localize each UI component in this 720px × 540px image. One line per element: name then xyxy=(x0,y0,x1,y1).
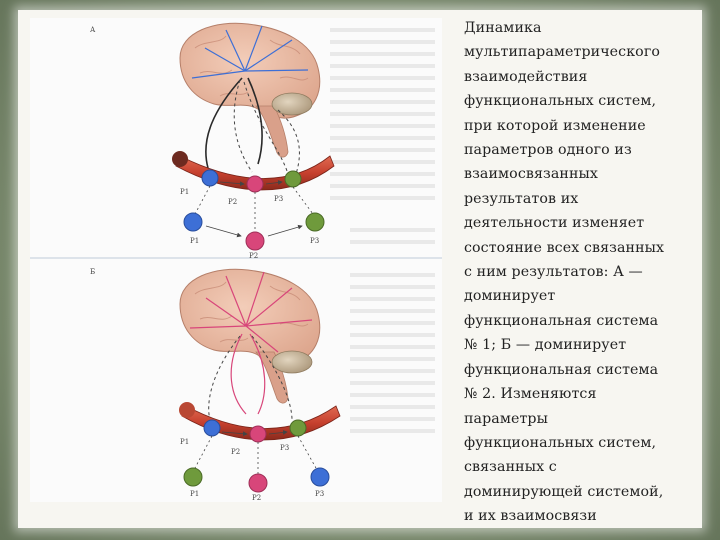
node-a-p3 xyxy=(284,170,302,188)
caption-line: связанных с xyxy=(464,459,557,476)
caption-line: № 1; Б — доминирует xyxy=(464,337,627,354)
caption-line: функциональная система xyxy=(464,361,659,378)
brain-b xyxy=(179,268,321,365)
caption-line: результатов их xyxy=(464,190,579,207)
caption-line: деятельности изменяет xyxy=(464,215,645,232)
bottom-node-a-p2 xyxy=(245,231,265,251)
brain-b-folds xyxy=(194,281,309,343)
caption-line: параметров одного из xyxy=(464,142,632,159)
diagram-svg: А xyxy=(30,22,442,502)
vessel-b-label-p3: P3 xyxy=(280,444,289,452)
node-b-p2 xyxy=(249,425,267,443)
vessel-a-arrows xyxy=(219,180,283,187)
bottom-node-b-p2 xyxy=(248,473,268,493)
vessel-b-arrows xyxy=(221,430,288,437)
vessel-a-label-p1: P1 xyxy=(180,188,189,196)
brainstem-a xyxy=(255,105,289,158)
caption-line: с ним результатов: А — xyxy=(464,264,643,281)
links-a-dashed xyxy=(233,79,300,175)
links-b-dashed xyxy=(208,335,293,421)
bottom-node-b-p3 xyxy=(310,467,330,487)
caption-line: взаимодействия xyxy=(464,68,588,85)
gland-a xyxy=(271,92,313,116)
panel-b-label: Б xyxy=(90,268,95,276)
vessel-b-label-p1: P1 xyxy=(180,438,189,446)
panel-a: А xyxy=(90,22,335,260)
caption-line: функциональных систем, xyxy=(464,434,657,451)
node-b-p3 xyxy=(289,419,307,437)
caption-line: параметры xyxy=(464,410,549,427)
rays-a xyxy=(191,25,309,79)
gland-b xyxy=(271,350,313,374)
panel-b: Б xyxy=(90,268,341,502)
bottom-b-label-p3: P3 xyxy=(315,490,324,498)
vessel-a-end-dot xyxy=(172,151,188,167)
node-b-p1 xyxy=(203,419,221,437)
brain-a-folds xyxy=(194,35,309,97)
bottom-b-label-p2: P2 xyxy=(252,494,261,502)
node-a-p1 xyxy=(201,169,219,187)
caption-text: Динамика мультипараметрического взаимоде… xyxy=(464,16,694,529)
vessel-b-label-p2: P2 xyxy=(231,448,240,456)
caption-line: функциональная система xyxy=(464,312,659,329)
bottom-a-label-p3: P3 xyxy=(310,237,319,245)
bottom-a-label-p1: P1 xyxy=(190,237,199,245)
bottom-arrows-a xyxy=(205,224,303,238)
caption-line: и их взаимосвязи xyxy=(464,508,597,525)
drop-lines-a xyxy=(194,185,314,234)
caption-line: при которой изменение xyxy=(464,117,646,134)
vessel-a-label-p2: P2 xyxy=(228,198,237,206)
caption-line: доминирует xyxy=(464,288,556,305)
caption-line: доминирующей системой, xyxy=(464,483,664,500)
rays-b xyxy=(189,271,313,353)
bottom-node-a-p3 xyxy=(305,212,325,232)
drop-lines-b xyxy=(194,435,317,476)
caption-line: функциональных систем, xyxy=(464,93,657,110)
background-text-texture xyxy=(330,28,435,433)
diagram-figure: А xyxy=(30,18,442,502)
bottom-node-b-p1 xyxy=(183,467,203,487)
caption-line: мультипараметрического xyxy=(464,44,661,61)
caption-line: Динамика xyxy=(464,20,542,36)
node-a-p2 xyxy=(246,175,264,193)
bottom-b-label-p1: P1 xyxy=(190,490,199,498)
vessel-a-label-p3: P3 xyxy=(274,195,283,203)
caption-line: взаимосвязанных xyxy=(464,166,599,183)
caption-line: № 2. Изменяются xyxy=(464,386,597,403)
links-b-solid xyxy=(230,333,266,415)
caption-line: состояние всех связанных xyxy=(464,239,665,256)
bottom-a-label-p2: P2 xyxy=(249,252,258,260)
bottom-node-a-p1 xyxy=(183,212,203,232)
vessel-b-end-dot xyxy=(179,402,195,418)
panel-a-label: А xyxy=(90,26,96,34)
